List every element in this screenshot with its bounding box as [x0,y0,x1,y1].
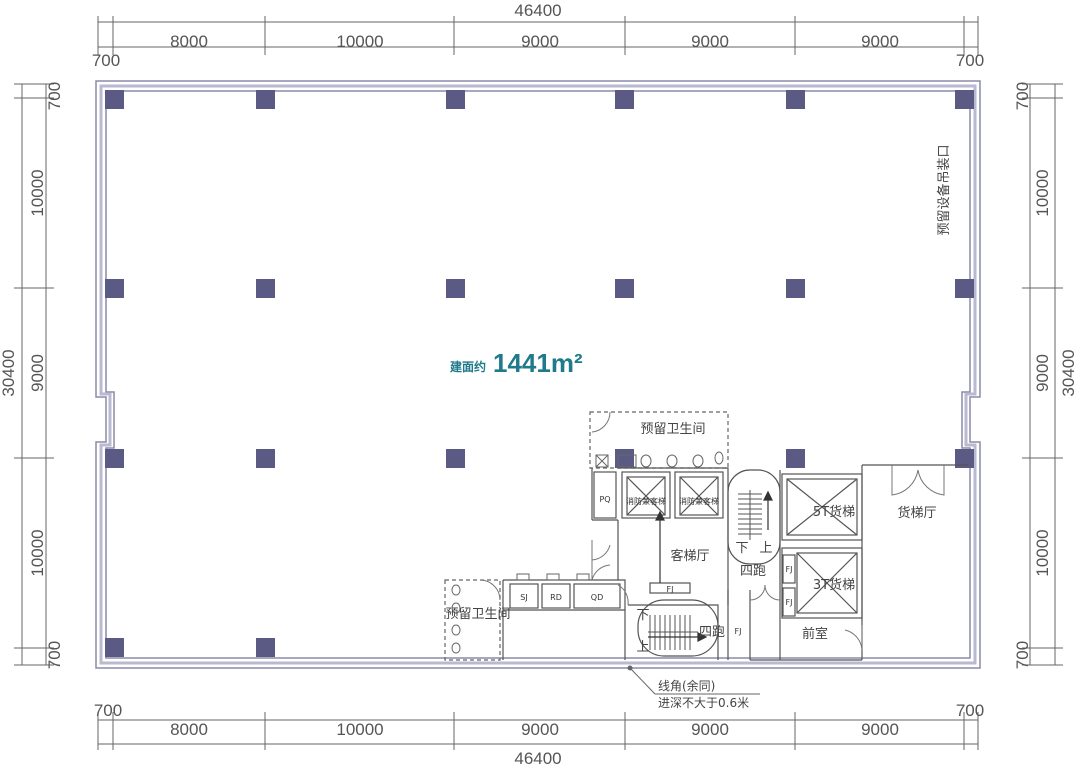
label-reserved-toilet-top: 预留卫生间 [640,422,705,437]
label-stair-four-run-b: 四跑 [699,625,725,640]
column [105,638,124,657]
dim-left-span-3: 9000 [28,354,47,392]
label-front-room: 前室 [802,626,828,642]
dim-bottom-span-1: 700 [94,701,122,720]
column [446,90,465,109]
dim-right-span-2: 10000 [1033,169,1052,216]
dimension-left [14,83,54,666]
dim-right-span-5: 700 [1013,641,1032,669]
stair-treads [648,490,762,650]
column [256,279,275,298]
label-shaft-fj-1: FJ [667,585,674,594]
column [615,279,634,298]
column [105,449,124,468]
dim-top-span-2: 8000 [170,32,208,51]
dim-left-total: 30400 [0,349,18,396]
column [615,449,634,468]
label-shaft-rd: RD [550,593,562,602]
label-shaft-pq: PQ [599,495,610,504]
note-depth-limit: 进深不大于0.6米 [658,696,749,710]
column [446,449,465,468]
dim-bottom-span-6: 9000 [861,720,899,739]
dim-left-span-2: 10000 [28,169,47,216]
column [615,90,634,109]
column [955,279,974,298]
column [256,90,275,109]
dim-top-span-1: 700 [92,51,120,70]
stair-arrows [648,490,773,642]
column [955,449,974,468]
column [105,90,124,109]
dim-bottom-span-3: 10000 [336,720,383,739]
dimension-right [1022,83,1063,666]
dim-bottom-span-7: 700 [956,701,984,720]
dim-bottom-total: 46400 [514,749,561,768]
dimension-top [97,16,979,55]
label-stair-down-b: 下 [636,608,649,623]
dimension-bottom [97,712,979,750]
leader-line [627,665,760,695]
dim-bottom-span-5: 9000 [691,720,729,739]
label-stair-down-a: 下 [735,541,748,556]
label-hoist-opening: 预留设备吊装口 [936,144,952,235]
label-shaft-fj-2: FJ [735,627,742,636]
column [256,449,275,468]
dim-top-span-7: 700 [956,51,984,70]
label-fire-elevator-2: 消防兼客梯 [679,496,719,506]
dim-bottom-span-2: 8000 [170,720,208,739]
dim-bottom-span-4: 9000 [521,720,559,739]
column [786,279,805,298]
structural-columns [105,90,974,657]
core-walls [444,411,968,661]
column [105,279,124,298]
dim-right-span-3: 9000 [1033,354,1052,392]
area-label: 建面约 [449,359,486,374]
dim-left-span-1: 700 [45,82,64,110]
dim-right-total: 30400 [1059,349,1077,396]
label-shaft-fj-3: FJ [786,565,793,574]
label-freight-lobby: 货梯厅 [897,505,936,521]
column [955,90,974,109]
label-stair-four-run-a: 四跑 [740,564,766,579]
dim-left-span-5: 700 [45,641,64,669]
dim-top-total: 46400 [514,1,561,20]
label-freight-elevator-3t: 3T货梯 [813,577,855,593]
dim-top-span-4: 9000 [521,32,559,51]
door-swings [479,411,945,651]
column [786,449,805,468]
label-shaft-qd: QD [591,593,603,602]
note-line-corner: 线角(余同) [658,678,715,693]
area-value: 1441m² [493,348,583,378]
dim-top-span-5: 9000 [691,32,729,51]
column [256,638,275,657]
toilet-fixtures [451,451,724,654]
dim-top-span-3: 10000 [336,32,383,51]
dim-top-span-6: 9000 [861,32,899,51]
dim-left-span-4: 10000 [28,529,47,576]
label-freight-elevator-5t: 5T货梯 [813,504,855,520]
dim-right-span-1: 700 [1013,82,1032,110]
label-shaft-sj: SJ [520,593,527,602]
label-stair-up-b: 上 [636,640,649,655]
outer-wall [95,80,981,669]
dim-right-span-4: 10000 [1033,529,1052,576]
column [786,90,805,109]
label-stair-up-a: 上 [759,541,772,556]
label-reserved-toilet-bottom: 预留卫生间 [445,607,510,622]
label-shaft-fj-4: FJ [786,598,793,607]
label-fire-elevator-1: 消防兼客梯 [626,496,666,506]
column [446,279,465,298]
label-passenger-lobby: 客梯厅 [670,548,709,564]
